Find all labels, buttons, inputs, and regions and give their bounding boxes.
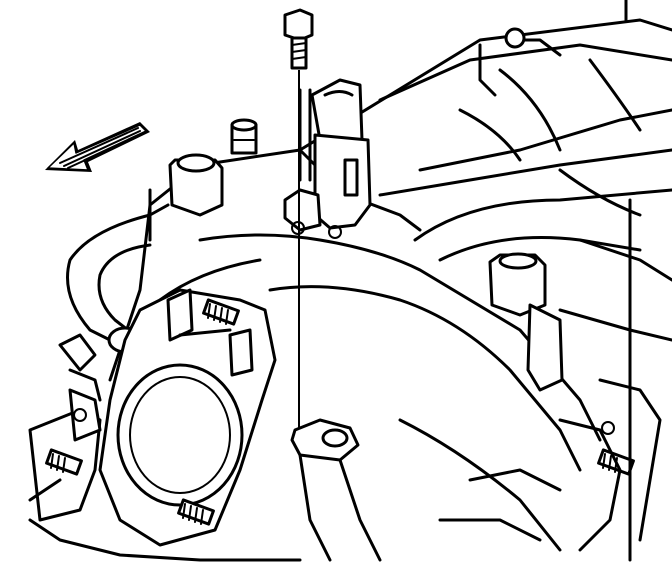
stud-left bbox=[45, 448, 83, 476]
lower-flange bbox=[290, 418, 562, 562]
mounting-bolt bbox=[283, 8, 314, 70]
manifold-boss-right bbox=[488, 252, 547, 317]
engine-block-left bbox=[28, 388, 302, 562]
throttle-studs bbox=[45, 298, 635, 526]
engine-block-right bbox=[438, 303, 622, 552]
throttle-body bbox=[98, 288, 277, 547]
front-direction-arrow bbox=[45, 122, 150, 172]
manifold-boss-left bbox=[148, 153, 224, 242]
rear-bracket bbox=[478, 27, 562, 97]
stud-top bbox=[202, 298, 240, 326]
frame-edge bbox=[624, 0, 632, 562]
manifold-bolt bbox=[230, 118, 258, 155]
stud-bottom bbox=[177, 498, 215, 526]
sensor-assembly bbox=[283, 78, 372, 239]
